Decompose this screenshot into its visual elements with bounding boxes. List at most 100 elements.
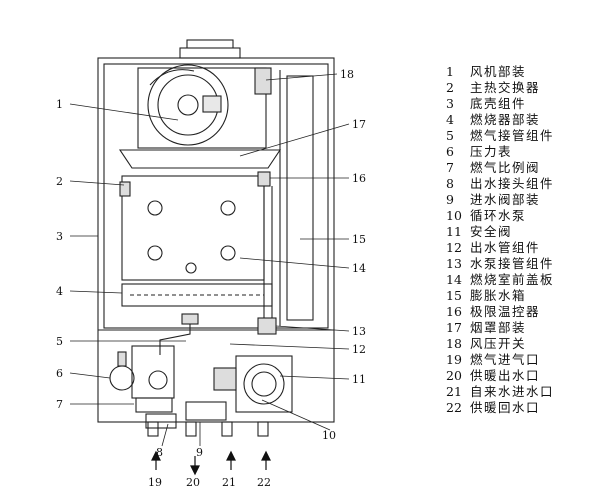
legend-item: 16 极限温控器 [446, 304, 606, 320]
legend-label: 燃气比例阀 [470, 160, 541, 175]
legend-item: 15 膨胀水箱 [446, 288, 606, 304]
legend-item: 3 底壳组件 [446, 96, 606, 112]
legend-number: 4 [446, 112, 454, 127]
legend-label: 进水阀部装 [470, 192, 541, 207]
legend-label: 循环水泵 [470, 208, 527, 223]
legend-item: 10 循环水泵 [446, 208, 606, 224]
legend-item: 19 燃气进气口 [446, 352, 606, 368]
callout-10: 10 [322, 429, 336, 442]
callout-18: 18 [340, 68, 354, 81]
smoke-hood [118, 149, 282, 169]
pressure-gauge [109, 365, 135, 391]
callout-1: 1 [56, 98, 63, 111]
arrow-up-21 [226, 450, 236, 470]
arrow-up-22 [261, 450, 271, 470]
legend-number: 22 [446, 400, 462, 415]
callout-3: 3 [56, 230, 63, 243]
legend-label: 水泵接管组件 [470, 256, 555, 271]
legend-number: 9 [446, 192, 454, 207]
legend-number: 20 [446, 368, 462, 383]
legend-number: 14 [446, 272, 462, 287]
legend-label: 出水管组件 [470, 240, 541, 255]
callout-2: 2 [56, 175, 63, 188]
legend-number: 16 [446, 304, 462, 319]
callout-13: 13 [352, 325, 366, 338]
boiler-casing [97, 57, 335, 423]
legend-number: 3 [446, 96, 454, 111]
callout-14: 14 [352, 262, 366, 275]
legend-label: 燃气接管组件 [470, 128, 555, 143]
safety-valve [213, 367, 237, 391]
legend-item: 21 自来水进水口 [446, 384, 606, 400]
legend-number: 15 [446, 288, 462, 303]
burner-assembly [121, 283, 273, 307]
main-heat-exchanger [119, 175, 265, 281]
legend-number: 5 [446, 128, 454, 143]
legend-number: 12 [446, 240, 462, 255]
legend-label: 膨胀水箱 [470, 288, 527, 303]
legend-label: 主热交换器 [470, 80, 541, 95]
legend-label: 供暖回水口 [470, 400, 541, 415]
legend-item: 6 压力表 [446, 144, 606, 160]
legend-label: 压力表 [470, 144, 513, 159]
legend-number: 1 [446, 64, 454, 79]
callout-5: 5 [56, 335, 63, 348]
legend-number: 10 [446, 208, 462, 223]
legend-label: 安全阀 [470, 224, 513, 239]
callout-7: 7 [56, 398, 63, 411]
arrow-up-19 [151, 450, 161, 470]
connection-20: 20 [186, 476, 200, 489]
legend-label: 燃烧室前盖板 [470, 272, 555, 287]
legend-label: 风机部装 [470, 64, 527, 79]
legend-label: 供暖出水口 [470, 368, 541, 383]
legend-item: 5 燃气接管组件 [446, 128, 606, 144]
legend-number: 11 [446, 224, 462, 239]
circulating-pump [235, 355, 293, 413]
gas-proportional-valve [131, 345, 175, 413]
outlet-joint [145, 413, 177, 429]
fan-assembly [137, 64, 267, 149]
legend-number: 2 [446, 80, 454, 95]
legend-label: 出水接头组件 [470, 176, 555, 191]
legend-item: 20 供暖出水口 [446, 368, 606, 384]
legend-label: 风压开关 [470, 336, 527, 351]
callout-15: 15 [352, 233, 366, 246]
legend-label: 极限温控器 [470, 304, 541, 319]
legend-item: 12 出水管组件 [446, 240, 606, 256]
callout-11: 11 [352, 373, 366, 386]
legend-label: 底壳组件 [470, 96, 527, 111]
callout-4: 4 [56, 285, 63, 298]
callout-6: 6 [56, 367, 63, 380]
legend-number: 21 [446, 384, 462, 399]
legend-item: 2 主热交换器 [446, 80, 606, 96]
callout-12: 12 [352, 343, 366, 356]
expansion-tank [286, 75, 314, 321]
legend-number: 8 [446, 176, 454, 191]
legend-item: 8 出水接头组件 [446, 176, 606, 192]
legend-number: 19 [446, 352, 462, 367]
legend-item: 14 燃烧室前盖板 [446, 272, 606, 288]
legend-item: 11 安全阀 [446, 224, 606, 240]
connection-22: 22 [257, 476, 271, 489]
legend-item: 9 进水阀部装 [446, 192, 606, 208]
gas-pipe [159, 316, 191, 355]
callout-16: 16 [352, 172, 366, 185]
legend-label: 自来水进水口 [470, 384, 555, 399]
air-pressure-switch [254, 67, 272, 95]
callout-8: 8 [156, 446, 163, 459]
connection-19: 19 [148, 476, 162, 489]
legend-item: 1 风机部装 [446, 64, 606, 80]
legend-number: 17 [446, 320, 462, 335]
legend-label: 燃气进气口 [470, 352, 541, 367]
callout-17: 17 [352, 118, 366, 131]
legend-number: 6 [446, 144, 454, 159]
connection-21: 21 [222, 476, 236, 489]
arrow-down-20 [190, 456, 200, 476]
inlet-valve [185, 401, 227, 421]
